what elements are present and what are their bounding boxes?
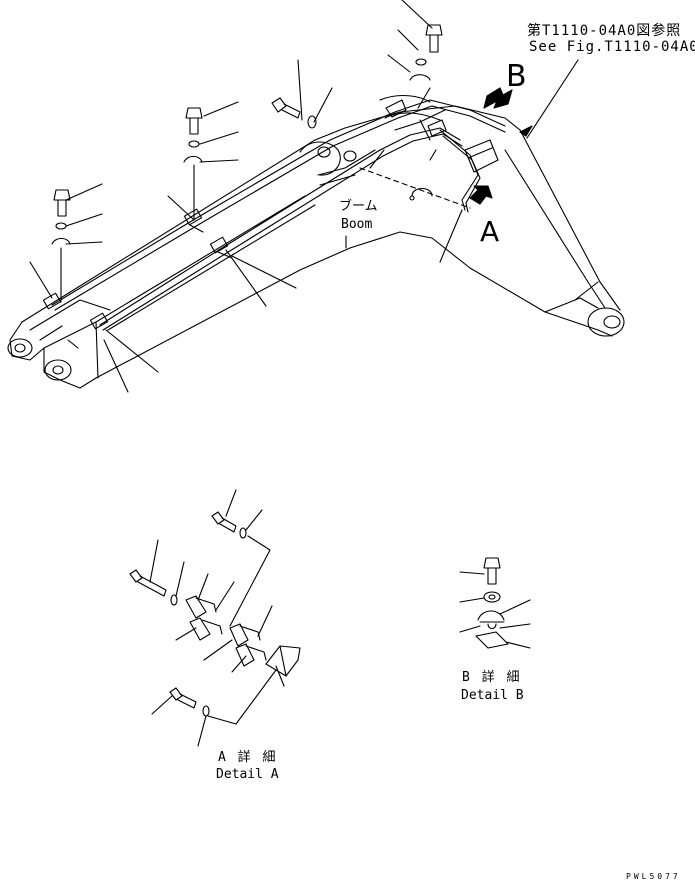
boom-clamps xyxy=(42,99,447,349)
view-arrows xyxy=(469,87,533,205)
boom-fasteners xyxy=(51,24,443,303)
drawing-code: PWL5077 xyxy=(626,872,681,881)
detail-a-title-jp: A 詳 細 xyxy=(218,750,278,765)
boom-label-jp: ブーム xyxy=(339,199,378,214)
detail-b-title-jp: B 詳 細 xyxy=(462,670,522,685)
boom-label-en: Boom xyxy=(341,217,373,232)
detail-b-drawing xyxy=(459,557,531,649)
reference-figure-jp: 第T1110-04A0図参照 xyxy=(527,23,682,39)
view-label-b: B xyxy=(506,59,527,94)
hydraulic-pipes xyxy=(51,94,506,331)
detail-a-drawing xyxy=(129,489,301,747)
detail-b-title-en: Detail B xyxy=(461,688,524,703)
reference-figure-en: See Fig.T1110-04A0 xyxy=(529,39,695,55)
boom-body xyxy=(7,105,625,389)
view-label-a: A xyxy=(480,215,500,248)
leader-lines xyxy=(29,0,579,393)
detail-a-title-en: Detail A xyxy=(216,767,279,782)
